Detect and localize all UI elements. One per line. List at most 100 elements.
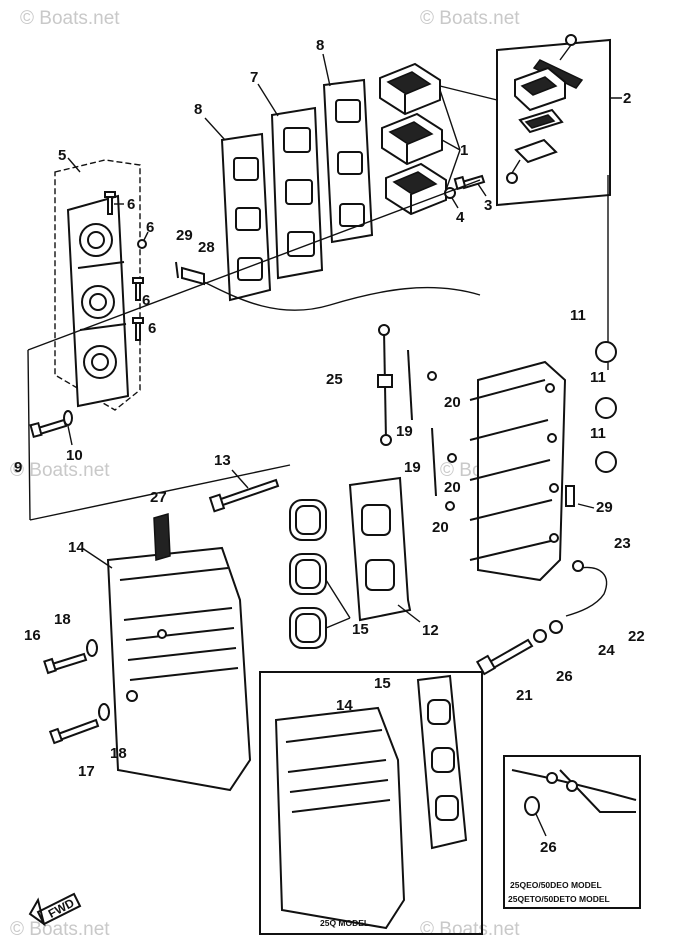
washer-18	[98, 703, 110, 721]
callout-24: 24	[598, 642, 615, 659]
retainer-20	[447, 453, 457, 463]
callout-6: 6	[127, 196, 135, 213]
callout-20: 20	[432, 519, 449, 536]
seal-15-inner	[295, 559, 321, 589]
bolt-17	[48, 718, 100, 745]
fitting-23	[572, 560, 584, 572]
callout-29: 29	[596, 499, 613, 516]
leader-8	[204, 117, 226, 141]
callout-2: 2	[623, 90, 631, 107]
callout-14: 14	[68, 539, 85, 556]
callout-11: 11	[570, 307, 586, 324]
reed-valve-1-lower	[385, 162, 447, 216]
screw-6	[104, 191, 116, 215]
callout-12: 12	[422, 622, 439, 639]
inset-25q-model: 15 14 25Q MODEL	[259, 671, 483, 935]
screw-6	[132, 317, 144, 341]
callout-11: 11	[590, 425, 606, 442]
callout-6: 6	[146, 219, 154, 236]
leader-2	[439, 85, 622, 101]
washer-6	[137, 239, 147, 249]
leader-3	[477, 183, 487, 197]
reed-valve-exploded-box	[496, 34, 611, 207]
callout-10: 10	[66, 447, 83, 464]
callout-19: 19	[404, 459, 421, 476]
watermark: © Boats.net	[420, 919, 520, 940]
callout-26: 26	[556, 668, 573, 685]
hose-28	[181, 266, 205, 286]
hose-line	[203, 281, 481, 311]
leader-7	[257, 83, 279, 117]
gasket-12	[348, 476, 412, 622]
watermark: © Boats.net	[420, 8, 520, 29]
washer-24	[549, 620, 563, 634]
callout-11: 11	[590, 369, 606, 386]
callout-6: 6	[142, 292, 150, 309]
callout-8: 8	[194, 101, 202, 118]
callout-3: 3	[484, 197, 492, 214]
clip-29	[175, 261, 179, 279]
bolt-9	[29, 418, 68, 439]
callout-7: 7	[250, 69, 258, 86]
inset-25qeo-model: 26 25QEO/50DEO MODEL 25QETO/50DETO MODEL	[503, 755, 641, 909]
reed-valve-1-middle	[381, 112, 443, 166]
screw-6	[132, 277, 144, 301]
callout-16: 16	[24, 627, 41, 644]
watermark: © Boats.net	[10, 460, 110, 481]
rod-19	[407, 349, 413, 421]
leader-5	[67, 157, 81, 173]
callout-8: 8	[316, 37, 324, 54]
exhaust-cover-14	[106, 546, 252, 792]
washer-10	[63, 410, 73, 426]
bolt-16	[43, 652, 88, 675]
retainer-20	[445, 501, 455, 511]
washer-18	[86, 639, 98, 657]
callout-19: 19	[396, 423, 413, 440]
leader-6	[143, 231, 149, 241]
washer-26	[533, 629, 547, 643]
leader-8	[322, 53, 331, 87]
gasket-8-right	[322, 78, 374, 244]
model-label: 25QEO/50DEO MODEL	[510, 880, 602, 890]
callout-20: 20	[444, 479, 461, 496]
callout-25: 25	[326, 371, 343, 388]
callout-5: 5	[58, 147, 66, 164]
clip-11	[595, 341, 617, 363]
callout-26: 26	[540, 839, 557, 856]
callout-18: 18	[110, 745, 127, 762]
model-label-25q: 25Q MODEL	[320, 918, 369, 928]
bracket-27	[153, 513, 171, 561]
callout-13: 13	[214, 452, 231, 469]
gasket-7	[270, 106, 324, 280]
fwd-label: FWD	[46, 896, 77, 921]
callout-14: 14	[336, 697, 353, 714]
hose-22	[565, 566, 608, 617]
callout-17: 17	[78, 763, 95, 780]
rod-19	[431, 427, 437, 497]
bolt-21	[475, 638, 534, 676]
bolt-13	[208, 478, 280, 513]
callout-6: 6	[148, 320, 156, 337]
leader-4	[451, 197, 459, 209]
leader-14	[81, 547, 113, 569]
callout-1: 1	[460, 142, 468, 159]
callout-15: 15	[352, 621, 369, 638]
clip-11	[595, 451, 617, 473]
leader-13	[231, 469, 249, 489]
intake-manifold-5	[66, 194, 130, 408]
leader-15	[325, 579, 351, 629]
clip-11	[595, 397, 617, 419]
callout-20: 20	[444, 394, 461, 411]
gasket-8-left	[220, 132, 272, 302]
callout-4: 4	[456, 209, 465, 226]
leader-10	[67, 425, 73, 446]
callout-23: 23	[614, 535, 631, 552]
model-label: 25QETO/50DETO MODEL	[508, 894, 610, 904]
intake-manifold-box	[54, 159, 141, 411]
hose-29	[565, 485, 575, 507]
leader-12	[397, 604, 421, 623]
watermark: © Boats.net	[10, 919, 110, 940]
callout-21: 21	[516, 687, 533, 704]
